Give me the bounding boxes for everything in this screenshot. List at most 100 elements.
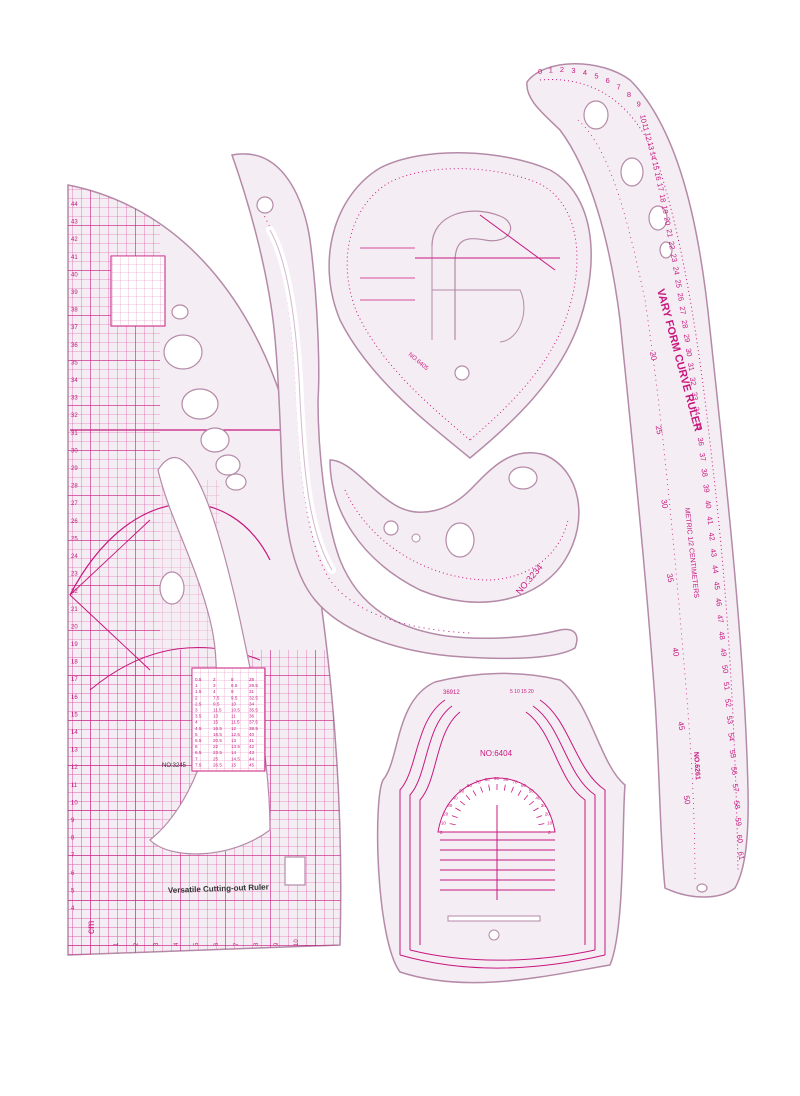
- table-cell: 13: [213, 714, 219, 719]
- vary-form-edge-number: 42: [707, 532, 717, 542]
- table-cell: 41: [249, 738, 255, 743]
- vary-form-edge-number: 7: [617, 82, 621, 91]
- vary-form-edge-number: 15: [651, 161, 661, 171]
- vary-form-edge-number: 9: [637, 99, 641, 108]
- table-cell: 0.5: [195, 677, 202, 682]
- table-cell: 4: [195, 720, 198, 725]
- cutting-out-bottom-number: 3: [154, 942, 160, 946]
- table-cell: 45: [249, 762, 255, 767]
- table-cell: 18.5: [213, 732, 222, 737]
- cutting-out-unit: cm: [86, 921, 97, 934]
- upper-conversion-table: [110, 255, 166, 327]
- vary-form-center-number: 30: [659, 499, 670, 510]
- table-cell: 9.5: [213, 701, 220, 706]
- protractor-number: 0: [440, 830, 443, 835]
- protractor-number: 30: [447, 803, 453, 808]
- table-cell: 13: [231, 738, 237, 743]
- table-cell: 16.5: [213, 726, 222, 731]
- table-cell: 5.5: [195, 738, 202, 743]
- protractor-number: 10: [441, 821, 447, 826]
- table-cell: 13.5: [231, 744, 240, 749]
- protractor-number: 60: [521, 783, 527, 788]
- vary-form-edge-number: 54: [726, 732, 736, 742]
- table-cell: 12.5: [231, 732, 240, 737]
- vary-form-edge-number: 21: [664, 228, 674, 238]
- table-cell: 29.5: [249, 683, 258, 688]
- vary-form-edge-number: 44: [710, 564, 720, 574]
- table-cell: 12: [231, 726, 237, 731]
- cutting-out-bottom-number: 9: [274, 942, 280, 946]
- table-cell: 9: [231, 689, 234, 694]
- table-cell: 10.5: [231, 708, 240, 713]
- protractor-number: 30: [541, 803, 547, 808]
- cutting-out-side-number: 7: [71, 853, 75, 859]
- table-cell: 15: [213, 720, 219, 725]
- cutting-out-bottom-number: 1: [114, 942, 120, 946]
- table-cell: 3.5: [195, 714, 202, 719]
- table-cell: 10: [231, 701, 237, 706]
- table-cell: 8.5: [231, 683, 238, 688]
- table-cell: 14: [231, 750, 237, 755]
- armhole-corner-label: 36912: [443, 690, 460, 696]
- protractor-number: 80: [503, 777, 509, 782]
- vary-form-edge-number: 22: [667, 240, 677, 250]
- table-cell: 40: [249, 732, 255, 737]
- protractor-number: 70: [476, 779, 482, 784]
- vary-form-edge-number: 28: [680, 319, 690, 329]
- vary-form-edge-number: 11: [641, 123, 651, 132]
- table-cell: 38.5: [249, 726, 258, 731]
- vary-form-edge-number: 40: [703, 499, 713, 509]
- cutting-out-side-number: 13: [71, 748, 78, 754]
- vary-form-center-number: 20: [648, 351, 659, 362]
- table-cell: 5: [195, 732, 198, 737]
- cutting-out-side-number: 4: [71, 906, 75, 912]
- table-cell: 28: [249, 677, 255, 682]
- vary-form-edge-number: 58: [732, 800, 742, 810]
- cutting-out-bottom-number: 4: [174, 942, 180, 946]
- protractor-number: 20: [545, 812, 551, 817]
- table-cell: 20.5: [213, 738, 222, 743]
- cutting-out-side-number: 24: [71, 554, 78, 560]
- protractor-number: 0: [548, 830, 551, 835]
- table-cell: 1.5: [195, 689, 202, 694]
- cutting-out-side-number: 33: [71, 396, 78, 402]
- table-cell: 7.5: [213, 695, 220, 700]
- protractor-number: 10: [547, 821, 553, 826]
- cutting-out-bottom-number: 10: [294, 939, 300, 946]
- cutting-out-side-number: 27: [71, 501, 78, 507]
- vary-form-edge-number: 34: [692, 406, 702, 416]
- table-cell: 35.5: [249, 708, 258, 713]
- vary-form-edge-number: 31: [686, 362, 696, 372]
- table-cell: 15: [231, 762, 237, 767]
- vary-form-edge-number: 5: [594, 71, 598, 80]
- vary-form-edge-number: 30: [684, 347, 694, 357]
- protractor-number: 90: [494, 776, 500, 781]
- cutting-out-side-number: 40: [71, 272, 78, 278]
- table-cell: 4.5: [195, 726, 202, 731]
- vary-form-edge-number: 60: [735, 834, 745, 844]
- cutting-out-side-number: 12: [71, 765, 78, 771]
- vary-form-edge-number: 55: [728, 749, 738, 759]
- cutting-out-model: NO:3245: [162, 763, 187, 769]
- vary-form-edge-number: 59: [733, 817, 743, 827]
- cutting-out-side-number: 43: [71, 220, 78, 226]
- vary-form-edge-number: 51: [722, 681, 732, 691]
- protractor-number: 80: [485, 777, 491, 782]
- vary-form-edge-number: 36: [696, 437, 706, 447]
- vary-form-edge-number: 56: [729, 766, 739, 776]
- vary-form-edge-number: 1: [549, 66, 553, 75]
- table-cell: 43: [249, 750, 255, 755]
- cutting-out-side-number: 25: [71, 536, 78, 542]
- table-cell: 6.5: [195, 750, 202, 755]
- vary-form-edge-number: 38: [699, 468, 709, 478]
- table-cell: 2: [213, 677, 216, 682]
- cutting-out-bottom-number: 7: [234, 942, 240, 946]
- protractor-number: 50: [459, 789, 465, 794]
- vary-form-edge-number: 20: [662, 216, 672, 226]
- cutting-out-side-number: 30: [71, 448, 78, 454]
